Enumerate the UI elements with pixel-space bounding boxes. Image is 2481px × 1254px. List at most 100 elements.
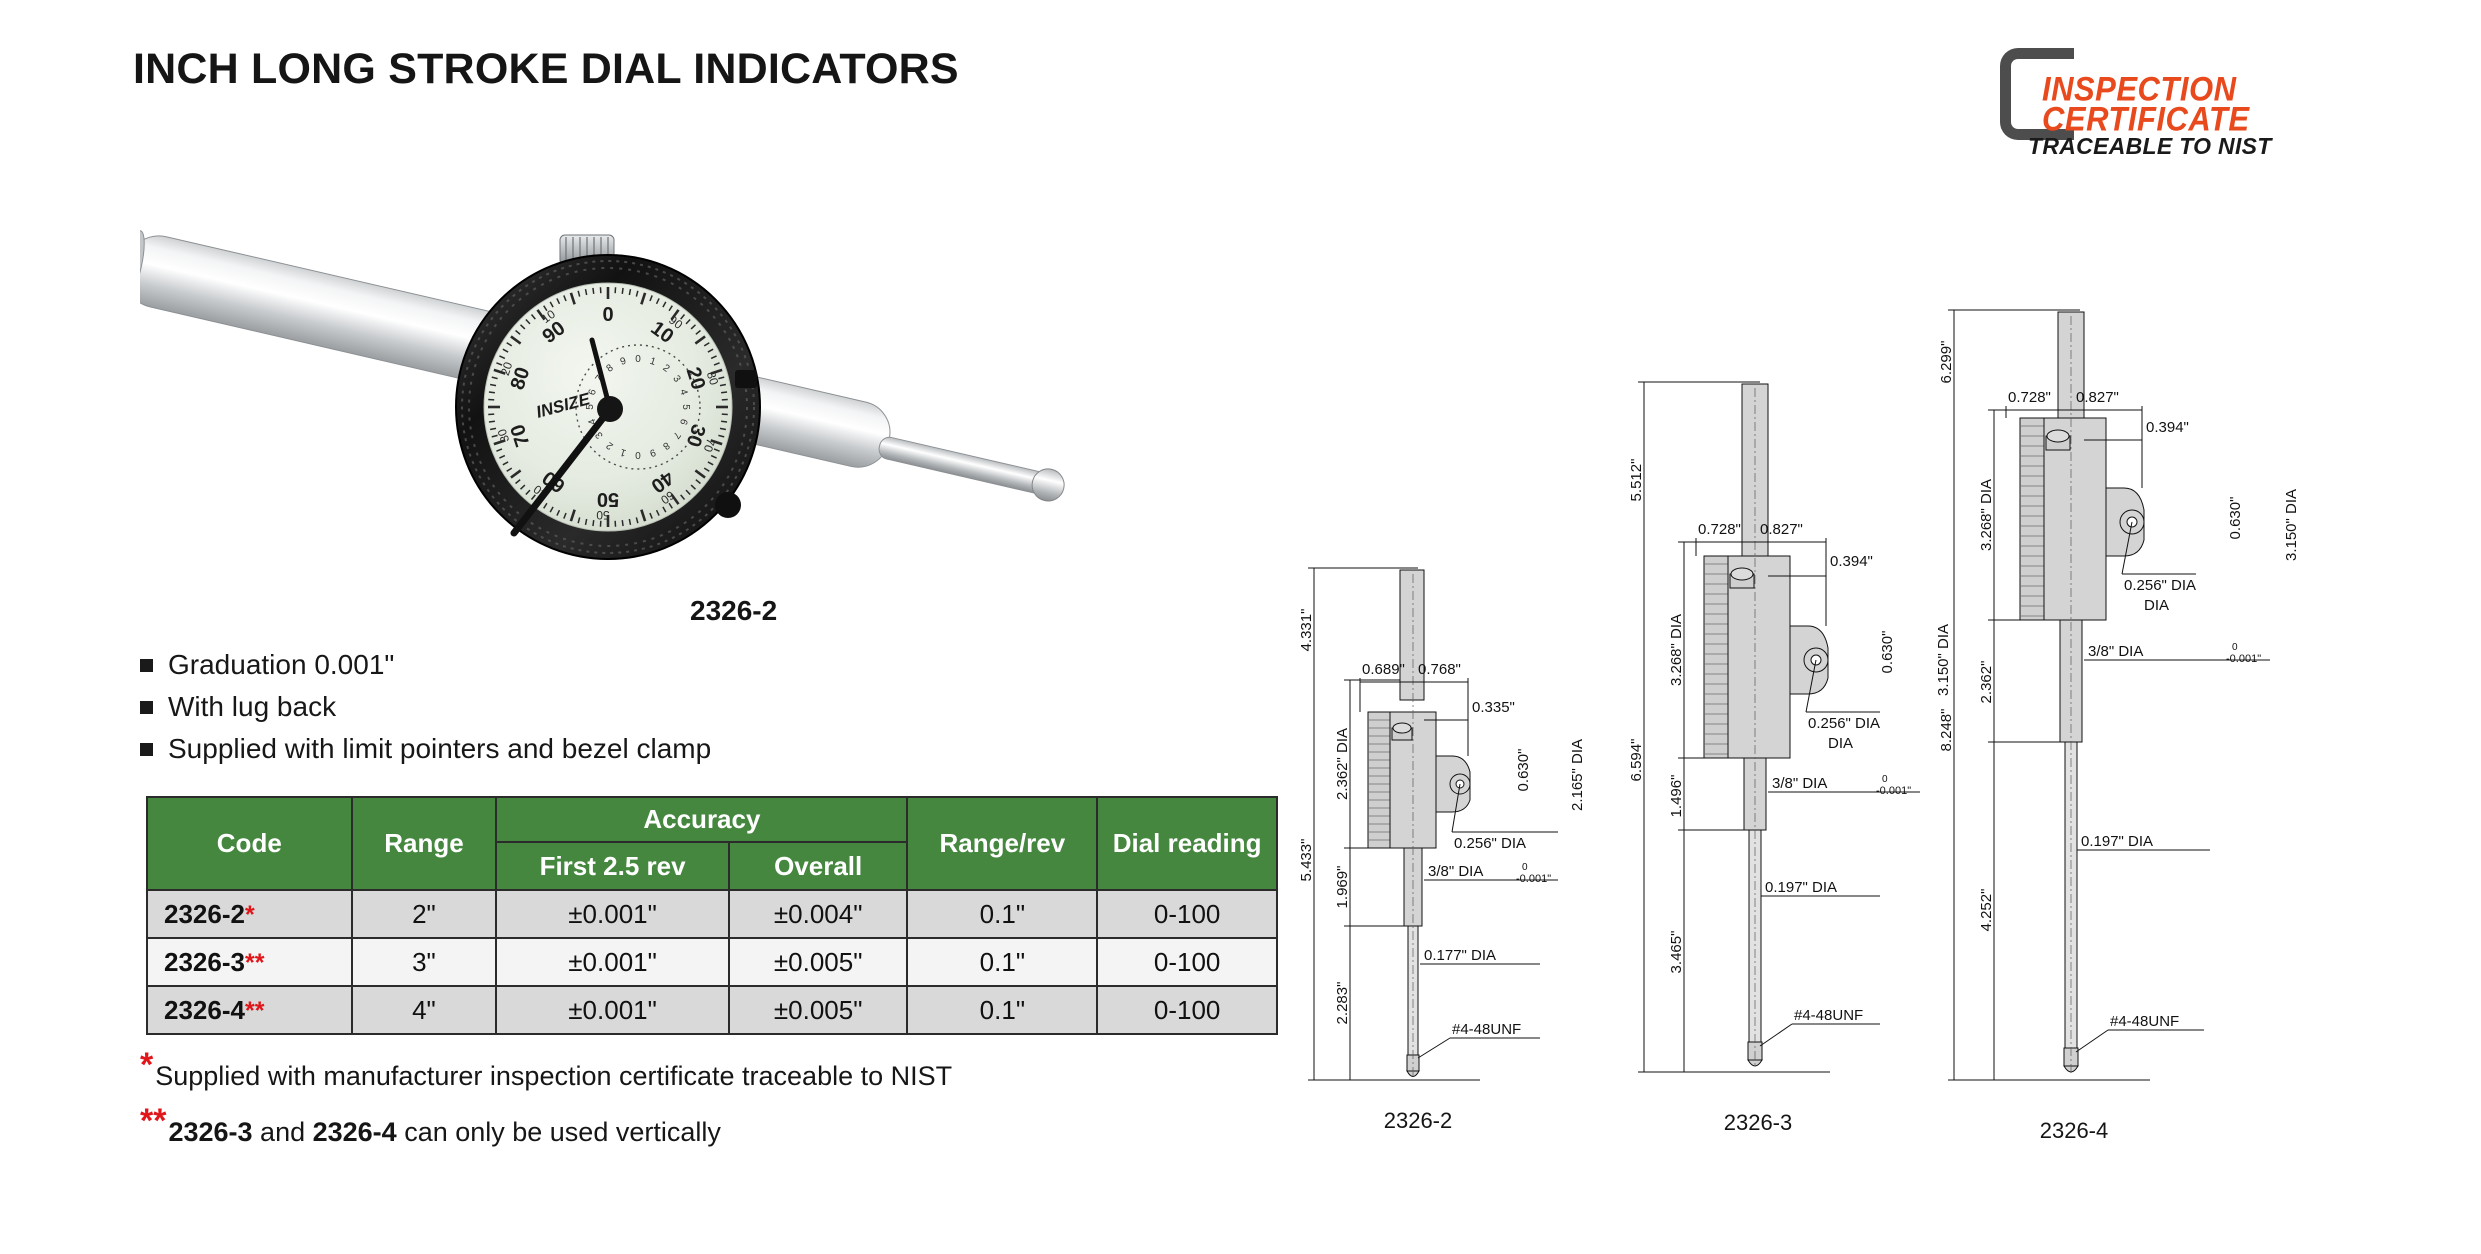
dim-stem-dia: 3/8" DIA <box>2088 643 2143 660</box>
logo-line-inspection: INSPECTION <box>2042 69 2237 109</box>
svg-text:0: 0 <box>635 449 641 460</box>
dim-lug-slot: 0.630" <box>2227 497 2244 540</box>
dim-mid: 2.362" <box>1978 661 1995 704</box>
dim-back-dia: 3.150" DIA <box>2283 489 2300 561</box>
cell-dial-reading: 0-100 <box>1096 937 1278 987</box>
cell-first-rev: ±0.001" <box>495 937 730 987</box>
dim-spindle-dia: 0.197" DIA <box>2081 833 2153 850</box>
svg-text:9: 9 <box>648 446 657 458</box>
svg-text:6: 6 <box>587 388 599 397</box>
svg-text:80: 80 <box>704 370 722 387</box>
svg-text:0: 0 <box>635 354 641 365</box>
dim-0827: 0.827" <box>1760 521 1803 538</box>
dim-bezel-dia: 3.268" DIA <box>1668 614 1685 686</box>
dim-lug-hole: 0.256" DIA <box>1454 835 1526 852</box>
cell-range: 4" <box>350 985 498 1035</box>
cell-range-rev: 0.1" <box>906 985 1099 1035</box>
specification-table: Code Range Accuracy Range/rev Dial readi… <box>146 796 1278 1035</box>
dim-overall-left: 8.248" <box>1940 709 1955 752</box>
dim-0394: 0.394" <box>1830 553 1873 570</box>
table-body: 2326-2* 2" ±0.001" ±0.004" 0.1" 0-100 23… <box>146 889 1278 1035</box>
drawing-caption-2326-4: 2326-4 <box>2039 1118 2109 1143</box>
dim-stem-tol-lower: -0.001" <box>2226 653 2261 665</box>
cell-range: 3" <box>350 937 498 987</box>
footnote-mark: ** <box>244 948 265 977</box>
svg-text:DIA: DIA <box>2144 597 2169 614</box>
technical-drawing-2326-2: 5.433" 4.331" 2.362" DIA 1.969" 2.283" 2… <box>1298 560 1630 1200</box>
dim-upper-left: 6.299" <box>1940 341 1955 384</box>
svg-text:3: 3 <box>670 374 682 385</box>
svg-text:3: 3 <box>593 429 605 440</box>
svg-text:70: 70 <box>701 437 719 454</box>
product-caption: 2326-2 <box>690 595 778 626</box>
feature-text: Graduation 0.001" <box>168 649 395 680</box>
table-row: 2326-4** 4" ±0.001" ±0.005" 0.1" 0-100 <box>146 985 1278 1035</box>
feature-text: With lug back <box>168 691 337 723</box>
footnote-code-1: 2326-3 <box>168 1117 253 1148</box>
footnote-text: Supplied with manufacturer inspection ce… <box>155 1061 953 1091</box>
dim-spindle-dia: 0.177" DIA <box>1424 947 1496 964</box>
dim-thread: #4-48UNF <box>2110 1013 2179 1030</box>
col-header-accuracy: Accuracy <box>495 796 909 843</box>
dim-stem-tol-upper: 0 <box>1522 862 1528 873</box>
svg-text:8: 8 <box>605 362 616 374</box>
feature-item: With lug back <box>140 690 940 723</box>
svg-text:1: 1 <box>619 446 628 458</box>
svg-text:1: 1 <box>648 356 657 368</box>
bullet-square-icon <box>140 743 153 757</box>
dim-0728: 0.728" <box>1698 521 1741 538</box>
svg-text:0: 0 <box>602 304 613 326</box>
cell-code: 2326-4** <box>146 985 353 1035</box>
logo-line-traceable: TRACEABLE TO NIST <box>2028 133 2272 159</box>
svg-text:8: 8 <box>660 439 671 451</box>
dim-thread: #4-48UNF <box>1452 1021 1521 1038</box>
cell-range-rev: 0.1" <box>906 889 1099 939</box>
dim-lug-slot: 0.630" <box>1515 749 1532 792</box>
feature-list: Graduation 0.001" With lug back Supplied… <box>140 648 940 774</box>
bracket-shape-icon <box>2000 48 2060 140</box>
footnote-mid: and <box>252 1117 313 1148</box>
footnote-item: * Supplied with manufacturer inspection … <box>140 1048 1240 1092</box>
cell-range-rev: 0.1" <box>906 937 1099 987</box>
cell-overall: ±0.005" <box>727 985 909 1035</box>
dim-0728: 0.728" <box>2008 389 2051 406</box>
drawing-caption-2326-3: 2326-3 <box>1723 1110 1793 1135</box>
dim-0768: 0.768" <box>1418 661 1461 678</box>
col-header-range: Range <box>350 796 498 891</box>
bracket-notch-bottom <box>2048 129 2074 140</box>
svg-text:9: 9 <box>619 356 628 368</box>
svg-text:2: 2 <box>604 439 615 451</box>
footnote-text: 2326-3 and 2326-4 can only be used verti… <box>168 1108 720 1148</box>
cell-code: 2326-2* <box>146 889 353 939</box>
cell-first-rev: ±0.001" <box>495 889 730 939</box>
col-header-overall: Overall <box>727 841 909 891</box>
dim-0827: 0.827" <box>2076 389 2119 406</box>
svg-text:50: 50 <box>596 508 610 522</box>
dim-low: 4.252" <box>1978 889 1995 932</box>
svg-text:6: 6 <box>677 417 689 426</box>
dim-upper-left: 5.512" <box>1630 459 1645 502</box>
footnote-mark: ** <box>244 996 265 1025</box>
dim-back-dia: 2.165" DIA <box>1569 739 1586 811</box>
footnote-mark: * <box>244 900 255 929</box>
dim-mid: 1.496" <box>1668 775 1685 818</box>
feature-text: Supplied with limit pointers and bezel c… <box>168 733 712 765</box>
dim-lug-slot: 0.630" <box>1879 631 1896 674</box>
bullet-square-icon <box>140 701 153 715</box>
code-value: 2326-4 <box>164 994 245 1025</box>
dim-mid: 1.969" <box>1334 866 1351 909</box>
dim-lug-hole: 0.256" DIA <box>2124 577 2196 594</box>
dim-stem-tol-upper: 0 <box>1882 774 1888 785</box>
cell-code: 2326-3** <box>146 937 353 987</box>
svg-text:20: 20 <box>498 360 516 377</box>
footnotes: * Supplied with manufacturer inspection … <box>140 1048 1240 1164</box>
footnote-mark: ** <box>140 1102 167 1141</box>
dim-stem-tol-lower: -0.001" <box>1876 785 1911 797</box>
svg-text:4: 4 <box>587 417 599 426</box>
page-title: INCH LONG STROKE DIAL INDICATORS <box>133 45 959 93</box>
bracket-notch-top <box>2048 48 2074 59</box>
footnote-mark: * <box>140 1046 154 1084</box>
cell-range: 2" <box>350 889 498 939</box>
svg-text:30: 30 <box>495 427 513 444</box>
dim-thread: #4-48UNF <box>1794 1007 1863 1024</box>
